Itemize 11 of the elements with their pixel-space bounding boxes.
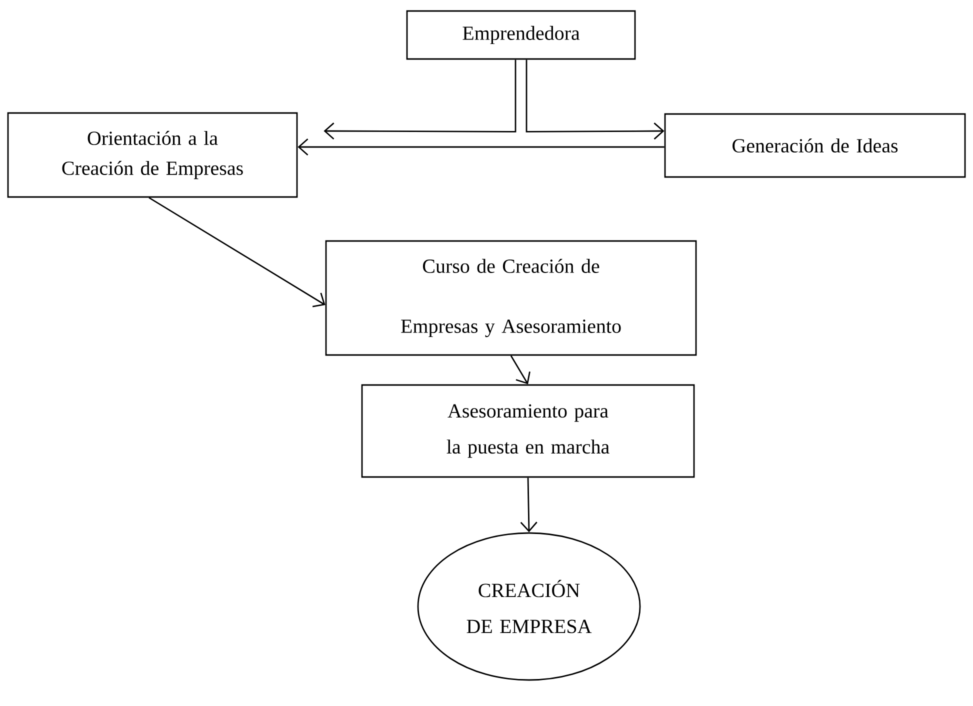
arrow xyxy=(148,197,326,308)
process-box: Orientación a la Creación de Empresas xyxy=(7,112,298,198)
arrow xyxy=(324,60,516,140)
arrow xyxy=(520,478,538,532)
arrow xyxy=(298,138,664,156)
arrow xyxy=(510,355,530,384)
process-box: Asesoramiento para la puesta en marcha xyxy=(361,384,695,478)
arrow xyxy=(526,60,664,140)
process-box: Emprendedora xyxy=(406,10,636,60)
process-box: Curso de Creación de Empresas y Asesoramiento xyxy=(325,240,697,356)
process-box: Generación de Ideas xyxy=(664,113,966,178)
